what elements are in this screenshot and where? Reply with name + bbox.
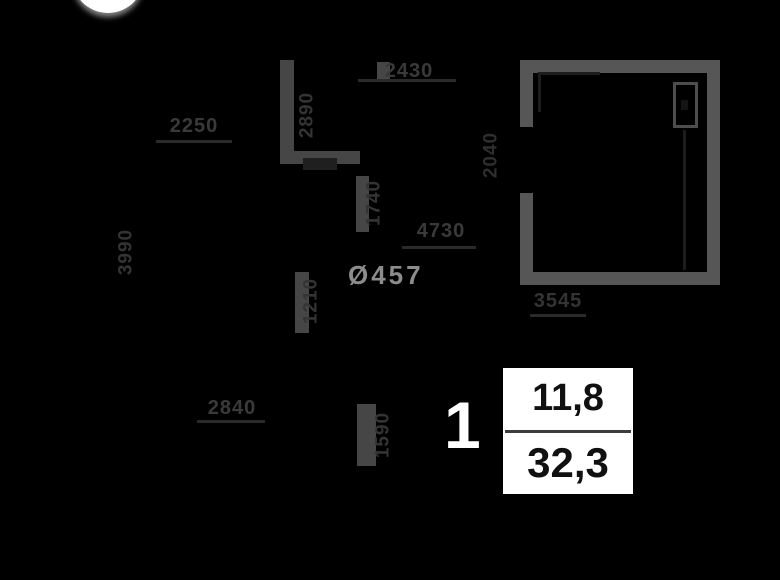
light-annotation-label: Ø457 xyxy=(348,260,424,290)
wall-upper-left-vertical xyxy=(280,60,294,151)
dimension-line xyxy=(358,79,456,82)
dimension-line xyxy=(156,140,232,143)
window-detail xyxy=(673,82,698,128)
wall-mid-vertical xyxy=(356,176,369,232)
dimension-label: 2840 xyxy=(207,397,257,419)
wall-stub-top-center xyxy=(377,62,390,81)
dimension-label-vertical: 1590 xyxy=(372,411,394,459)
dimension-label: 2430 xyxy=(384,60,434,82)
living-area-value: 11,8 xyxy=(532,377,604,420)
main-room-inner-line-left xyxy=(538,72,541,112)
dimension-label-vertical: 1210 xyxy=(300,277,322,325)
dimension-label-vertical: 2890 xyxy=(296,91,318,139)
dimension-label: 3545 xyxy=(533,290,583,312)
main-room-inner-line-right xyxy=(683,130,686,270)
area-panel: 11,8 32,3 xyxy=(503,368,633,494)
dimension-label: 4730 xyxy=(416,220,466,242)
main-room-wall-bottom xyxy=(520,272,720,285)
wall-lower-mid-vertical xyxy=(357,404,376,466)
wall-upper-left-horizontal xyxy=(280,151,360,164)
top-circle-decoration xyxy=(72,0,144,13)
main-room-inner-line-top xyxy=(538,72,600,75)
window-detail-mark xyxy=(681,100,688,110)
main-room-wall-top xyxy=(520,60,720,73)
dimension-line xyxy=(197,420,265,423)
total-area-value: 32,3 xyxy=(527,439,609,487)
dimension-label-vertical: 2040 xyxy=(480,131,502,179)
dimension-line xyxy=(402,246,476,249)
dimension-label-vertical: 1740 xyxy=(363,179,385,227)
main-room-wall-right xyxy=(707,60,720,285)
dimension-line xyxy=(530,314,586,317)
wall-lower-left-vertical xyxy=(295,272,309,333)
panel-divider xyxy=(505,429,631,433)
main-room-wall-left-upper xyxy=(520,60,533,127)
dimension-label-vertical: 3990 xyxy=(115,228,137,276)
door-detail-upper xyxy=(303,158,337,170)
main-room-wall-left-lower xyxy=(520,193,533,285)
room-count: 1 xyxy=(444,388,481,462)
dimension-label: 2250 xyxy=(169,115,219,137)
